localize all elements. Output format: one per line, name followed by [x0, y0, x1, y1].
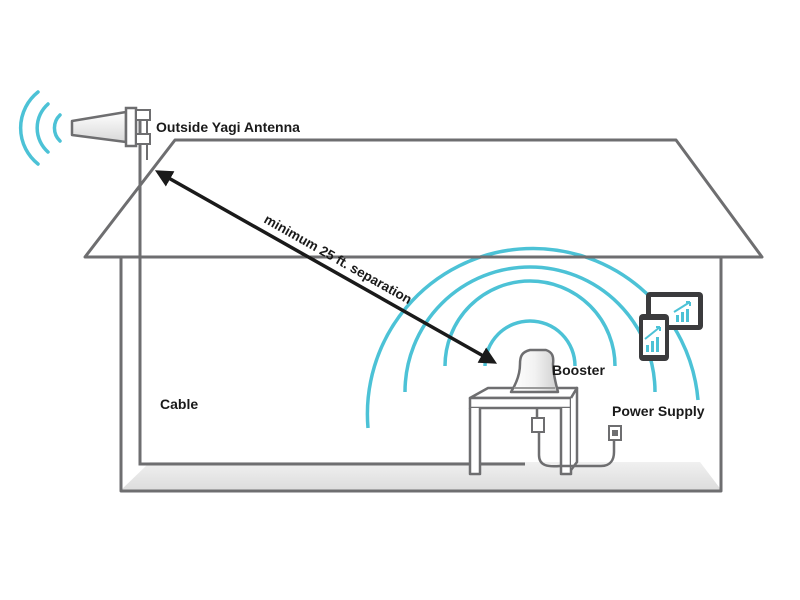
power-cable — [535, 408, 616, 468]
antenna-label: Outside Yagi Antenna — [156, 119, 300, 135]
table — [468, 386, 579, 476]
floor — [120, 462, 722, 491]
booster-icon — [509, 348, 560, 399]
house-walls — [119, 257, 723, 493]
yagi-antenna-icon — [70, 106, 151, 148]
power-adapter — [531, 417, 545, 433]
booster-label: Booster — [552, 362, 605, 378]
outdoor-signal-waves — [18, 90, 62, 166]
power-outlet-icon — [608, 425, 622, 441]
power-supply-label: Power Supply — [612, 403, 705, 419]
smartphone-icon — [639, 314, 669, 361]
cable-label: Cable — [160, 396, 198, 412]
roof — [83, 138, 764, 259]
separation-arrow — [154, 170, 498, 364]
